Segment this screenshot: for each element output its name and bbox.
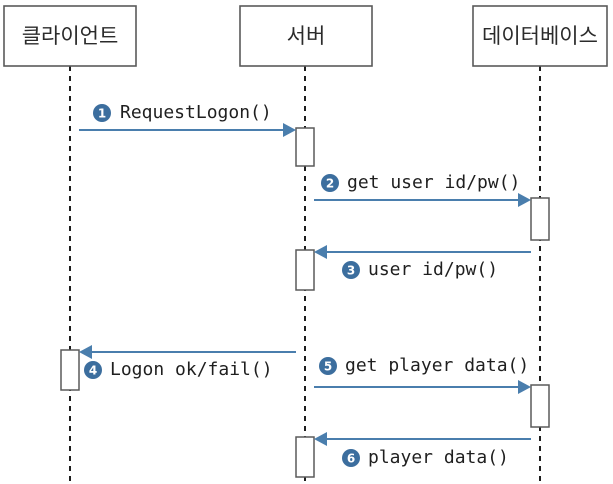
message-arrowhead-2 — [518, 193, 531, 207]
participant-client[interactable]: 클라이언트 — [3, 5, 137, 67]
message-badge-number-4: 4 — [89, 364, 97, 378]
messages-layer: 1 RequestLogon() 2 get user id/pw() 3 user id… — [79, 102, 531, 468]
message-1: 1 RequestLogon() — [79, 102, 296, 137]
message-2: 2 get user id/pw() — [314, 172, 531, 207]
message-label-5: get player data() — [345, 355, 529, 376]
participant-box-server[interactable] — [239, 5, 373, 67]
participant-label-server: 서버 — [287, 24, 326, 48]
message-arrowhead-1 — [283, 123, 296, 137]
message-badge-3 — [342, 261, 360, 279]
message-badge-number-1: 1 — [98, 107, 106, 121]
message-label-3: user id/pw() — [368, 259, 498, 280]
activation-bar-database-1 — [530, 197, 550, 241]
message-badge-5 — [319, 357, 337, 375]
participant-label-client: 클라이언트 — [22, 24, 119, 48]
participants-layer: 클라이언트 서버 데이터베이스 — [3, 5, 608, 67]
message-badge-number-5: 5 — [324, 360, 332, 374]
activations-layer — [60, 127, 550, 478]
message-4: 4 Logon ok/fail() — [79, 345, 296, 380]
activation-bar-server-5 — [295, 436, 315, 478]
message-label-4: Logon ok/fail() — [110, 359, 273, 380]
activation-bar-client-3 — [60, 349, 80, 391]
message-arrowhead-5 — [518, 380, 531, 394]
message-label-2: get user id/pw() — [347, 172, 520, 193]
activation-bar-server-2 — [295, 249, 315, 291]
participant-box-client[interactable] — [3, 5, 137, 67]
message-badge-2 — [321, 174, 339, 192]
message-3: 3 user id/pw() — [314, 245, 531, 280]
message-arrowhead-3 — [314, 245, 327, 259]
participant-database[interactable]: 데이터베이스 — [472, 5, 608, 67]
message-badge-1 — [93, 104, 111, 122]
participant-label-database: 데이터베이스 — [482, 24, 598, 48]
message-badge-number-3: 3 — [347, 264, 355, 278]
message-6: 6 player data() — [314, 432, 531, 468]
message-badge-number-6: 6 — [347, 452, 355, 466]
message-badge-6 — [342, 449, 360, 467]
message-badge-4 — [84, 361, 102, 379]
message-arrowhead-6 — [314, 432, 327, 446]
message-badge-number-2: 2 — [326, 177, 334, 191]
message-5: 5 get player data() — [314, 355, 531, 394]
participant-server[interactable]: 서버 — [239, 5, 373, 67]
message-label-6: player data() — [368, 447, 509, 468]
activation-bar-server-0 — [295, 127, 315, 167]
participant-box-database[interactable] — [472, 5, 608, 67]
message-label-1: RequestLogon() — [120, 102, 272, 123]
message-arrowhead-4 — [79, 345, 92, 359]
activation-bar-database-4 — [530, 384, 550, 428]
